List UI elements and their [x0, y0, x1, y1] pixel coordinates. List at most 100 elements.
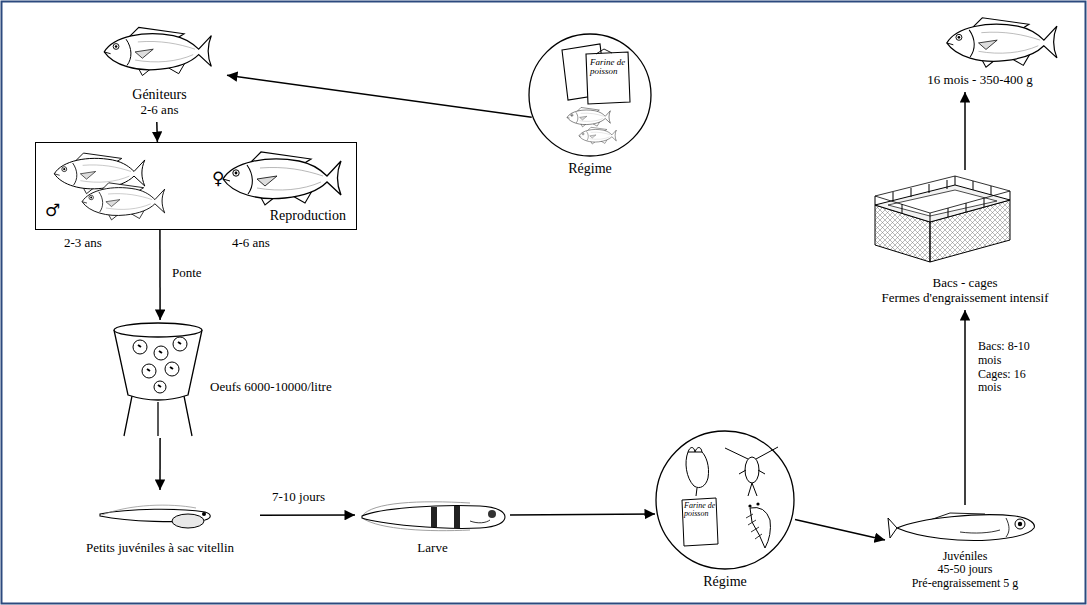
juvenile-drawing: [1018, 522, 1022, 526]
yolk-larva-drawing: [172, 514, 204, 528]
live-feed-drawing: [686, 452, 709, 488]
connectors: [157, 75, 965, 540]
cage-drawing: [875, 176, 1010, 213]
larva-drawing: [362, 502, 505, 531]
node-label: Pré-engraissement 5 g: [912, 577, 1019, 591]
flow-arrow: [159, 438, 161, 490]
flow-arrow: [260, 514, 355, 516]
tank-drawing: [114, 330, 202, 400]
label-holder: Farine de poisson: [684, 502, 716, 519]
label-holder: ♀: [212, 169, 224, 189]
node-label: Farine de poisson: [684, 502, 716, 519]
juvenile-fish: Juvéniles45-50 joursPré-engraissement 5 …: [885, 505, 1045, 595]
diet-circle-outline: [528, 33, 652, 157]
live-feed-drawing: [748, 504, 751, 507]
flow-arrow: [964, 310, 966, 505]
diet-circle-outline: [656, 431, 794, 569]
edge-label: 7-10 jours: [270, 490, 327, 505]
yolk-larva-drawing: [100, 505, 210, 528]
label-stack: Géniteurs2-6 ans: [92, 87, 227, 118]
diet-drawing: [562, 44, 630, 144]
live-feed-drawing: [688, 448, 702, 497]
node-label: 16 mois - 350-400 g: [927, 73, 1032, 88]
yolk-larva-drawing: [202, 512, 206, 516]
yolk-larva-drawing: [102, 505, 196, 515]
diet-circle-outline: [655, 430, 795, 570]
live-feed-drawing: [725, 447, 778, 496]
larva-drawing: [362, 505, 505, 528]
label-holder: Régime: [635, 574, 815, 590]
node-label: Fermes d'engraissement intensif: [882, 291, 1049, 306]
egg-tank: Oeufs 6000-10000/litre: [105, 320, 395, 438]
live-feed-drawing: [682, 498, 718, 546]
diet-circle: Farine de poissonRégime: [655, 430, 795, 570]
flow-arrow: [964, 92, 966, 170]
larva-drawing: [488, 510, 496, 518]
reproduction-box: ♂ ♀ Reproduction: [35, 142, 357, 230]
node-label: Oeufs 6000-10000/litre: [210, 380, 332, 395]
label-holder: ♂: [45, 201, 60, 221]
node-label: 2-6 ans: [141, 103, 179, 118]
diet-circle: Farine de poissonRégime: [528, 33, 652, 157]
node-label: Régime: [635, 574, 815, 590]
market-fish-drawing: [947, 18, 1057, 67]
node-label: Juvéniles: [943, 550, 988, 564]
cage-farm: Bacs - cagesFermes d'engraissement inten…: [865, 170, 1065, 310]
node-label: Farine de poisson: [590, 58, 626, 77]
label-stack: Petits juvéniles à sac vitellin: [60, 541, 260, 556]
reproduction-drawing: [223, 152, 341, 205]
diet-drawing: [596, 49, 612, 54]
label-holder: Reproduction: [270, 208, 346, 224]
juvenile-drawing: [960, 518, 1009, 537]
diet-drawing: [567, 107, 610, 126]
flow-arrow: [795, 520, 885, 541]
cage-drawing: [875, 176, 1010, 262]
larva-drawing: [431, 506, 460, 528]
live-feed-drawing: [756, 502, 759, 505]
larva-drawing: [470, 520, 490, 523]
edge-label: Ponte: [170, 266, 204, 281]
label-holder: 4-6 ans: [230, 236, 272, 251]
flow-arrow: [159, 230, 161, 320]
node-label: Bacs - cages: [933, 276, 998, 291]
diet-circle-outline: [529, 34, 651, 156]
juvenile-drawing: [1015, 519, 1025, 529]
tank-drawing: [138, 342, 181, 387]
label-holder: 7-10 jours: [270, 490, 327, 505]
juvenile-drawing: [897, 515, 1034, 541]
broodstock-drawing: [104, 27, 211, 75]
age-label: 4-6 ans: [230, 236, 272, 251]
live-feed-drawing: [682, 447, 778, 548]
node-label: Larve: [417, 541, 447, 556]
node-label: Reproduction: [270, 208, 346, 224]
cage-drawing: [875, 176, 1010, 222]
label-holder: 2-3 ans: [62, 236, 104, 251]
larva: Larve: [355, 492, 510, 560]
edge-label: Bacs: 8-10 mois Cages: 16 mois: [976, 340, 1032, 395]
node-label: Régime: [508, 161, 672, 177]
label-holder: Régime: [508, 161, 672, 177]
label-stack: 16 mois - 350-400 g: [905, 73, 1055, 88]
node-label: ♂: [45, 201, 60, 221]
node-label: Petits juvéniles à sac vitellin: [86, 541, 234, 556]
flow-arrow: [156, 122, 158, 142]
market-fish-drawing: [947, 18, 1057, 67]
live-feed-drawing: [745, 457, 759, 483]
flow-arrow: [227, 75, 532, 117]
reproduction-drawing: [82, 183, 165, 220]
label-holder: Bacs: 8-10 mois Cages: 16 mois: [976, 340, 1032, 395]
live-feed-drawing: [750, 508, 770, 549]
tank-drawing: [114, 323, 202, 436]
age-label: 2-3 ans: [62, 236, 104, 251]
cage-drawing: [888, 190, 997, 216]
tank-drawing: [114, 323, 202, 337]
market-fish: 16 mois - 350-400 g: [905, 12, 1055, 92]
label-holder: Ponte: [170, 266, 204, 281]
label-stack: Juvéniles45-50 joursPré-engraissement 5 …: [885, 550, 1045, 591]
label-stack: Larve: [355, 541, 510, 556]
diet-drawing: [579, 127, 616, 144]
label-holder: Oeufs 6000-10000/litre: [210, 380, 332, 395]
